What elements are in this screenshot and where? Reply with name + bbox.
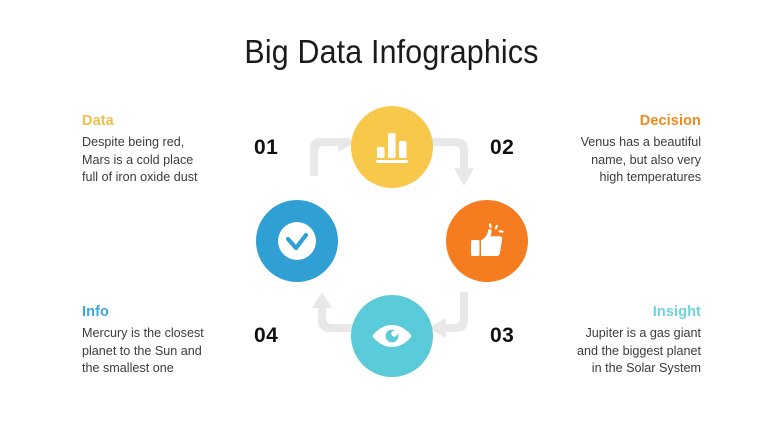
text-block-decision: Decision Venus has a beautiful name, but… [523,112,701,187]
text-block-decision-body: Venus has a beautiful name, but also ver… [523,134,701,187]
cycle-node-decision[interactable] [446,200,528,282]
text-block-info-body: Mercury is the closest planet to the Sun… [82,325,260,378]
text-line: Mercury is the closest [82,326,204,340]
text-line: and the biggest planet [577,343,701,358]
step-number-03: 03 [490,324,515,347]
check-circle-icon [276,220,318,262]
text-line: Mars is a cold place [82,152,194,167]
text-block-info: Info Mercury is the closest planet to th… [82,303,260,378]
arrow-step-02 [428,138,482,195]
arrow-step-03 [428,292,482,349]
text-block-insight-body: Jupiter is a gas giant and the biggest p… [523,325,701,378]
cycle-node-info[interactable] [256,200,338,282]
step-number-01: 01 [254,136,279,159]
cycle-diagram: 01 02 03 04 [232,96,552,396]
thumbs-up-icon [468,222,506,260]
arrow-step-04 [304,292,358,349]
arrow-step-01 [304,132,358,189]
text-line: full of iron oxide dust [82,170,198,184]
text-block-insight: Insight Jupiter is a gas giant and the b… [523,303,701,378]
text-block-insight-heading: Insight [652,304,701,320]
text-block-data: Data Despite being red, Mars is a cold p… [82,112,260,187]
text-block-decision-heading: Decision [639,113,701,129]
text-block-data-body: Despite being red, Mars is a cold place … [82,134,260,187]
text-line: in the Solar System [591,361,701,375]
step-number-02: 02 [490,136,515,159]
text-line: Venus has a beautiful [580,135,701,149]
text-block-info-heading: Info [82,304,109,320]
text-line: name, but also very [591,152,701,167]
bar-chart-icon [374,130,410,164]
cycle-node-insight[interactable] [351,295,433,377]
page-title: Big Data Infographics [244,33,539,70]
eye-icon [371,323,413,349]
text-line: the smallest one [82,361,174,375]
text-line: high temperatures [599,170,701,184]
cycle-node-data[interactable] [351,106,433,188]
step-number-04: 04 [254,324,279,347]
text-line: Despite being red, [82,135,185,149]
text-line: Jupiter is a gas giant [585,326,701,340]
text-line: planet to the Sun and [82,343,202,358]
text-block-data-heading: Data [82,113,114,129]
